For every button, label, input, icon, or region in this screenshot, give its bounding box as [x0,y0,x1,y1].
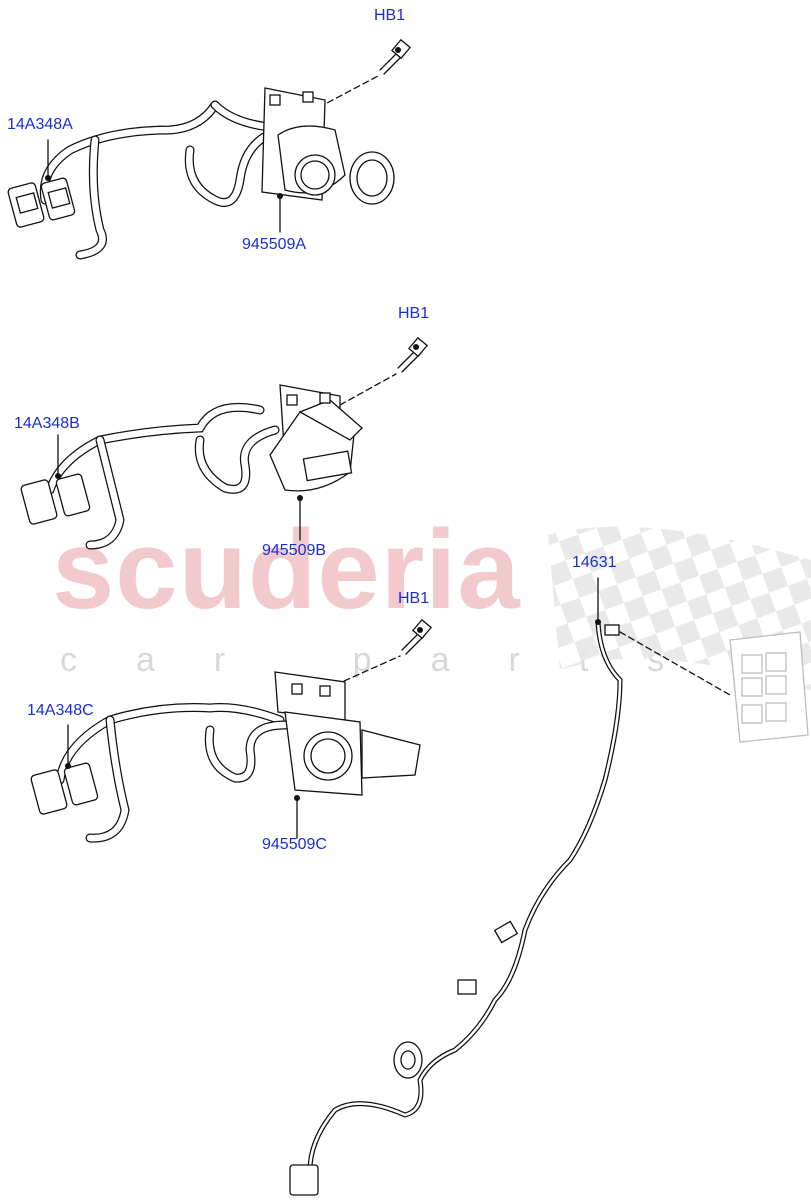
callout-14a348a[interactable]: 14A348A [7,116,73,133]
socket-b [269,384,363,492]
connector-pair-c [30,762,99,815]
socket-c [274,671,421,796]
callout-945509a[interactable]: 945509A [242,236,307,253]
switch-panel [729,631,809,743]
switch-harness-assembly [289,577,809,1196]
callout-14631[interactable]: 14631 [572,554,617,571]
socket-a [261,87,395,205]
harness-connectors-14631 [289,624,620,1196]
callout-hb1-a[interactable]: HB1 [374,7,406,24]
connector-pair-b [20,473,91,525]
tow-harness-assembly-a [7,38,412,260]
tow-harness-assembly-c [30,618,433,843]
callout-14a348b[interactable]: 14A348B [14,415,80,432]
connector-pair-a [7,177,76,228]
callout-hb1-c[interactable]: HB1 [398,590,430,607]
callout-945509c[interactable]: 945509C [262,836,327,853]
callout-dots [45,47,601,801]
callout-945509b[interactable]: 945509B [262,542,327,559]
callout-14a348c[interactable]: 14A348C [27,702,94,719]
callout-hb1-b[interactable]: HB1 [398,305,430,322]
bolt-c [334,618,433,686]
watermark-main-text: scuderia [52,507,521,632]
tow-harness-assembly-b [20,336,429,550]
